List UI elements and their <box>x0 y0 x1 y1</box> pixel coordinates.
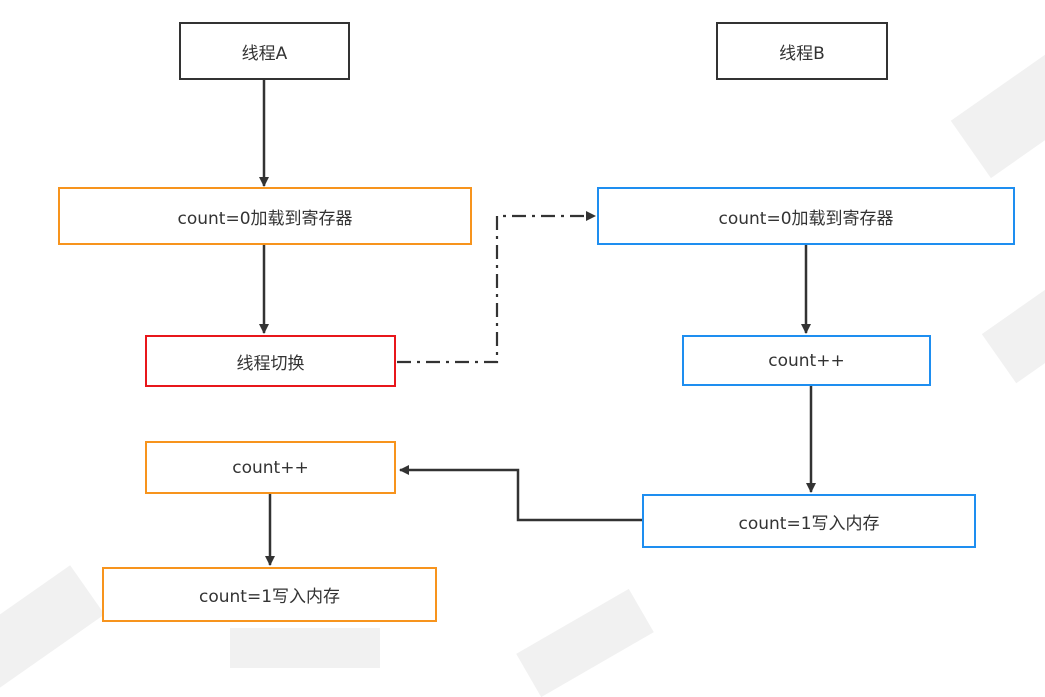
thread-a-node: 线程A <box>179 22 350 80</box>
thread-a-write-label: count=1写入内存 <box>198 587 341 607</box>
diagram-canvas: 线程A 线程B count=0加载到寄存器 线程切换 count++ count… <box>0 22 1045 697</box>
thread-b-label: 线程B <box>779 43 825 64</box>
connectors <box>259 80 816 566</box>
edge-b-write-to-a-increment <box>399 465 642 522</box>
thread-b-load-node: count=0加载到寄存器 <box>597 187 1015 245</box>
thread-a-load-node: count=0加载到寄存器 <box>58 187 472 245</box>
thread-a-switch-node: 线程切换 <box>145 335 396 387</box>
edge-switch-to-b-load <box>397 211 596 364</box>
thread-a-write-node: count=1写入内存 <box>102 567 437 622</box>
thread-b-node: 线程B <box>716 22 888 80</box>
thread-a-increment-label: count++ <box>232 457 309 478</box>
thread-b-load-label: count=0加载到寄存器 <box>718 208 894 229</box>
thread-b-increment-label: count++ <box>768 350 845 371</box>
thread-a-label: 线程A <box>241 43 288 64</box>
thread-a-load-label: count=0加载到寄存器 <box>177 208 353 229</box>
thread-b-write-label: count=1写入内存 <box>738 513 880 534</box>
thread-a-increment-node: count++ <box>145 441 396 494</box>
thread-a-switch-label: 线程切换 <box>236 353 305 374</box>
thread-b-write-node: count=1写入内存 <box>642 494 976 548</box>
thread-b-increment-node: count++ <box>682 335 931 386</box>
